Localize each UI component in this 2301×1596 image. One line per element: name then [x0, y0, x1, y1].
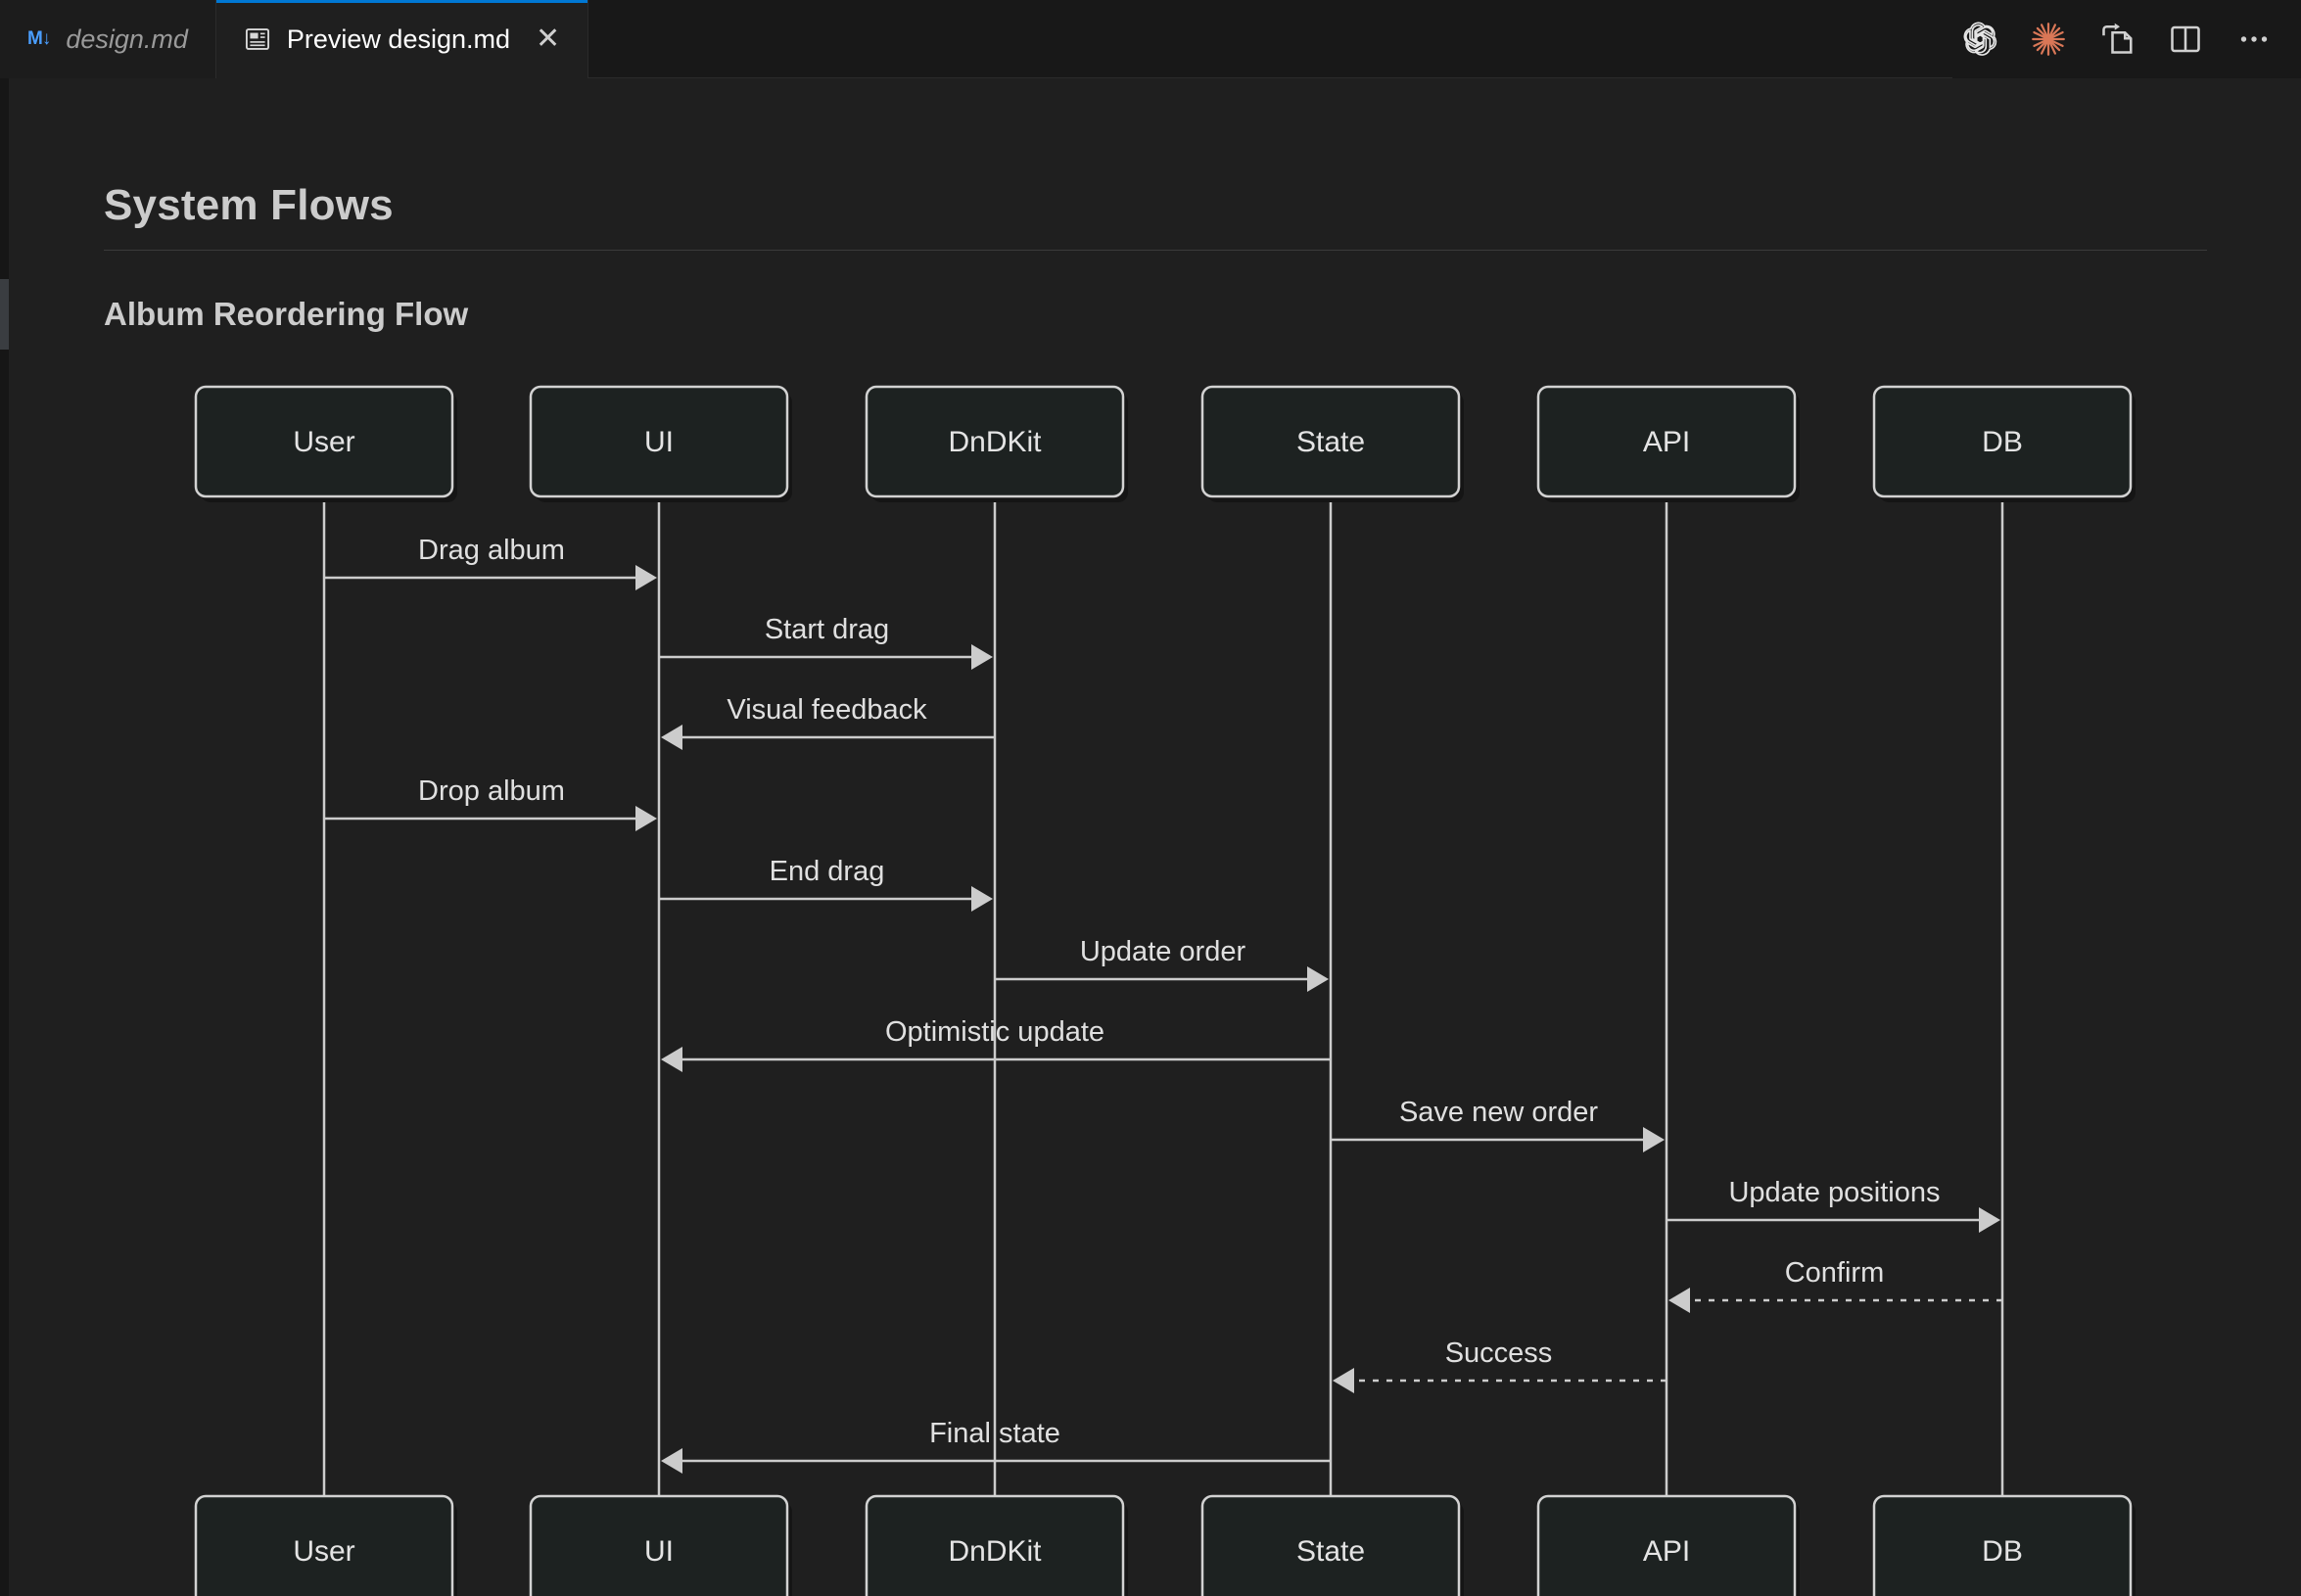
participant-label-top-api: API [1643, 426, 1690, 458]
message-label-4: End drag [770, 856, 885, 887]
participant-label-bottom-ui: UI [644, 1535, 674, 1568]
openai-logo-icon[interactable] [1962, 22, 1997, 57]
participant-label-bottom-api: API [1643, 1535, 1690, 1568]
participant-label-top-user: User [293, 426, 354, 458]
participant-box-top-db [1872, 385, 2133, 498]
message-arrowhead-1 [971, 644, 993, 670]
message-label-5: Update order [1080, 936, 1246, 967]
participant-box-bottom-state [1200, 1494, 1461, 1596]
message-label-0: Drag album [418, 535, 565, 566]
participant-label-top-state: State [1296, 426, 1365, 458]
markdown-icon: M↓ [27, 28, 51, 49]
editor-left-gutter [0, 78, 9, 1596]
message-arrowhead-11 [661, 1448, 682, 1474]
participant-label-bottom-user: User [293, 1535, 354, 1568]
message-arrowhead-10 [1333, 1368, 1354, 1393]
preview-pane-icon [244, 25, 271, 53]
tab-bar-empty-space [588, 0, 1952, 77]
participant-box-top-api [1536, 385, 1797, 498]
title-divider [104, 250, 2207, 251]
message-arrowhead-0 [635, 565, 657, 590]
more-actions-icon[interactable] [2236, 22, 2272, 57]
split-editor-icon[interactable] [2168, 22, 2203, 57]
participant-box-bottom-dndkit [865, 1494, 1125, 1596]
participant-box-bottom-ui [529, 1494, 789, 1596]
participant-box-top-dndkit [865, 385, 1125, 498]
participant-label-bottom-state: State [1296, 1535, 1365, 1568]
open-preview-to-side-icon[interactable] [2099, 22, 2135, 57]
message-arrowhead-6 [661, 1047, 682, 1072]
message-arrowhead-7 [1643, 1127, 1665, 1152]
tab-label: design.md [66, 23, 188, 54]
participant-label-bottom-dndkit: DnDKit [948, 1535, 1042, 1568]
message-arrowhead-3 [635, 806, 657, 831]
participant-box-top-ui [529, 385, 789, 498]
message-label-8: Update positions [1728, 1177, 1940, 1208]
message-label-3: Drop album [418, 775, 565, 807]
message-label-9: Confirm [1785, 1257, 1885, 1289]
anthropic-starburst-icon[interactable] [2031, 22, 2066, 57]
editor-actions-toolbar [1952, 0, 2301, 78]
tab-label: Preview design.md [286, 23, 511, 54]
participant-label-top-ui: UI [644, 426, 674, 458]
close-icon[interactable]: ✕ [536, 23, 561, 55]
message-label-2: Visual feedback [727, 694, 927, 726]
message-label-11: Final state [929, 1418, 1060, 1449]
message-label-7: Save new order [1399, 1097, 1598, 1128]
page-title: System Flows [104, 181, 394, 229]
message-label-10: Success [1445, 1338, 1553, 1369]
participant-box-bottom-db [1872, 1494, 2133, 1596]
message-arrowhead-5 [1307, 966, 1329, 992]
message-arrowhead-9 [1668, 1288, 1690, 1313]
scrollbar-thumb[interactable] [0, 279, 9, 350]
tab-preview-design-md[interactable]: Preview design.md ✕ [215, 0, 589, 78]
participant-box-bottom-user [194, 1494, 454, 1596]
message-arrowhead-2 [661, 725, 682, 750]
participant-label-top-dndkit: DnDKit [948, 426, 1042, 458]
sequence-diagram-svg: UserUserUIUIDnDKitDnDKitStateStateAPIAPI… [194, 385, 2136, 1596]
participant-box-top-state [1200, 385, 1461, 498]
participant-box-bottom-api [1536, 1494, 1797, 1596]
message-label-6: Optimistic update [885, 1016, 1104, 1048]
participant-box-top-user [194, 385, 454, 498]
message-label-1: Start drag [765, 614, 889, 645]
participant-label-top-db: DB [1982, 426, 2023, 458]
message-arrowhead-8 [1979, 1207, 2000, 1233]
editor-tab-bar: M↓ design.md Preview design.md ✕ [0, 0, 2301, 78]
section-heading: Album Reordering Flow [104, 296, 469, 332]
message-arrowhead-4 [971, 886, 993, 912]
participant-label-bottom-db: DB [1982, 1535, 2023, 1568]
tab-design-md[interactable]: M↓ design.md [0, 0, 216, 78]
